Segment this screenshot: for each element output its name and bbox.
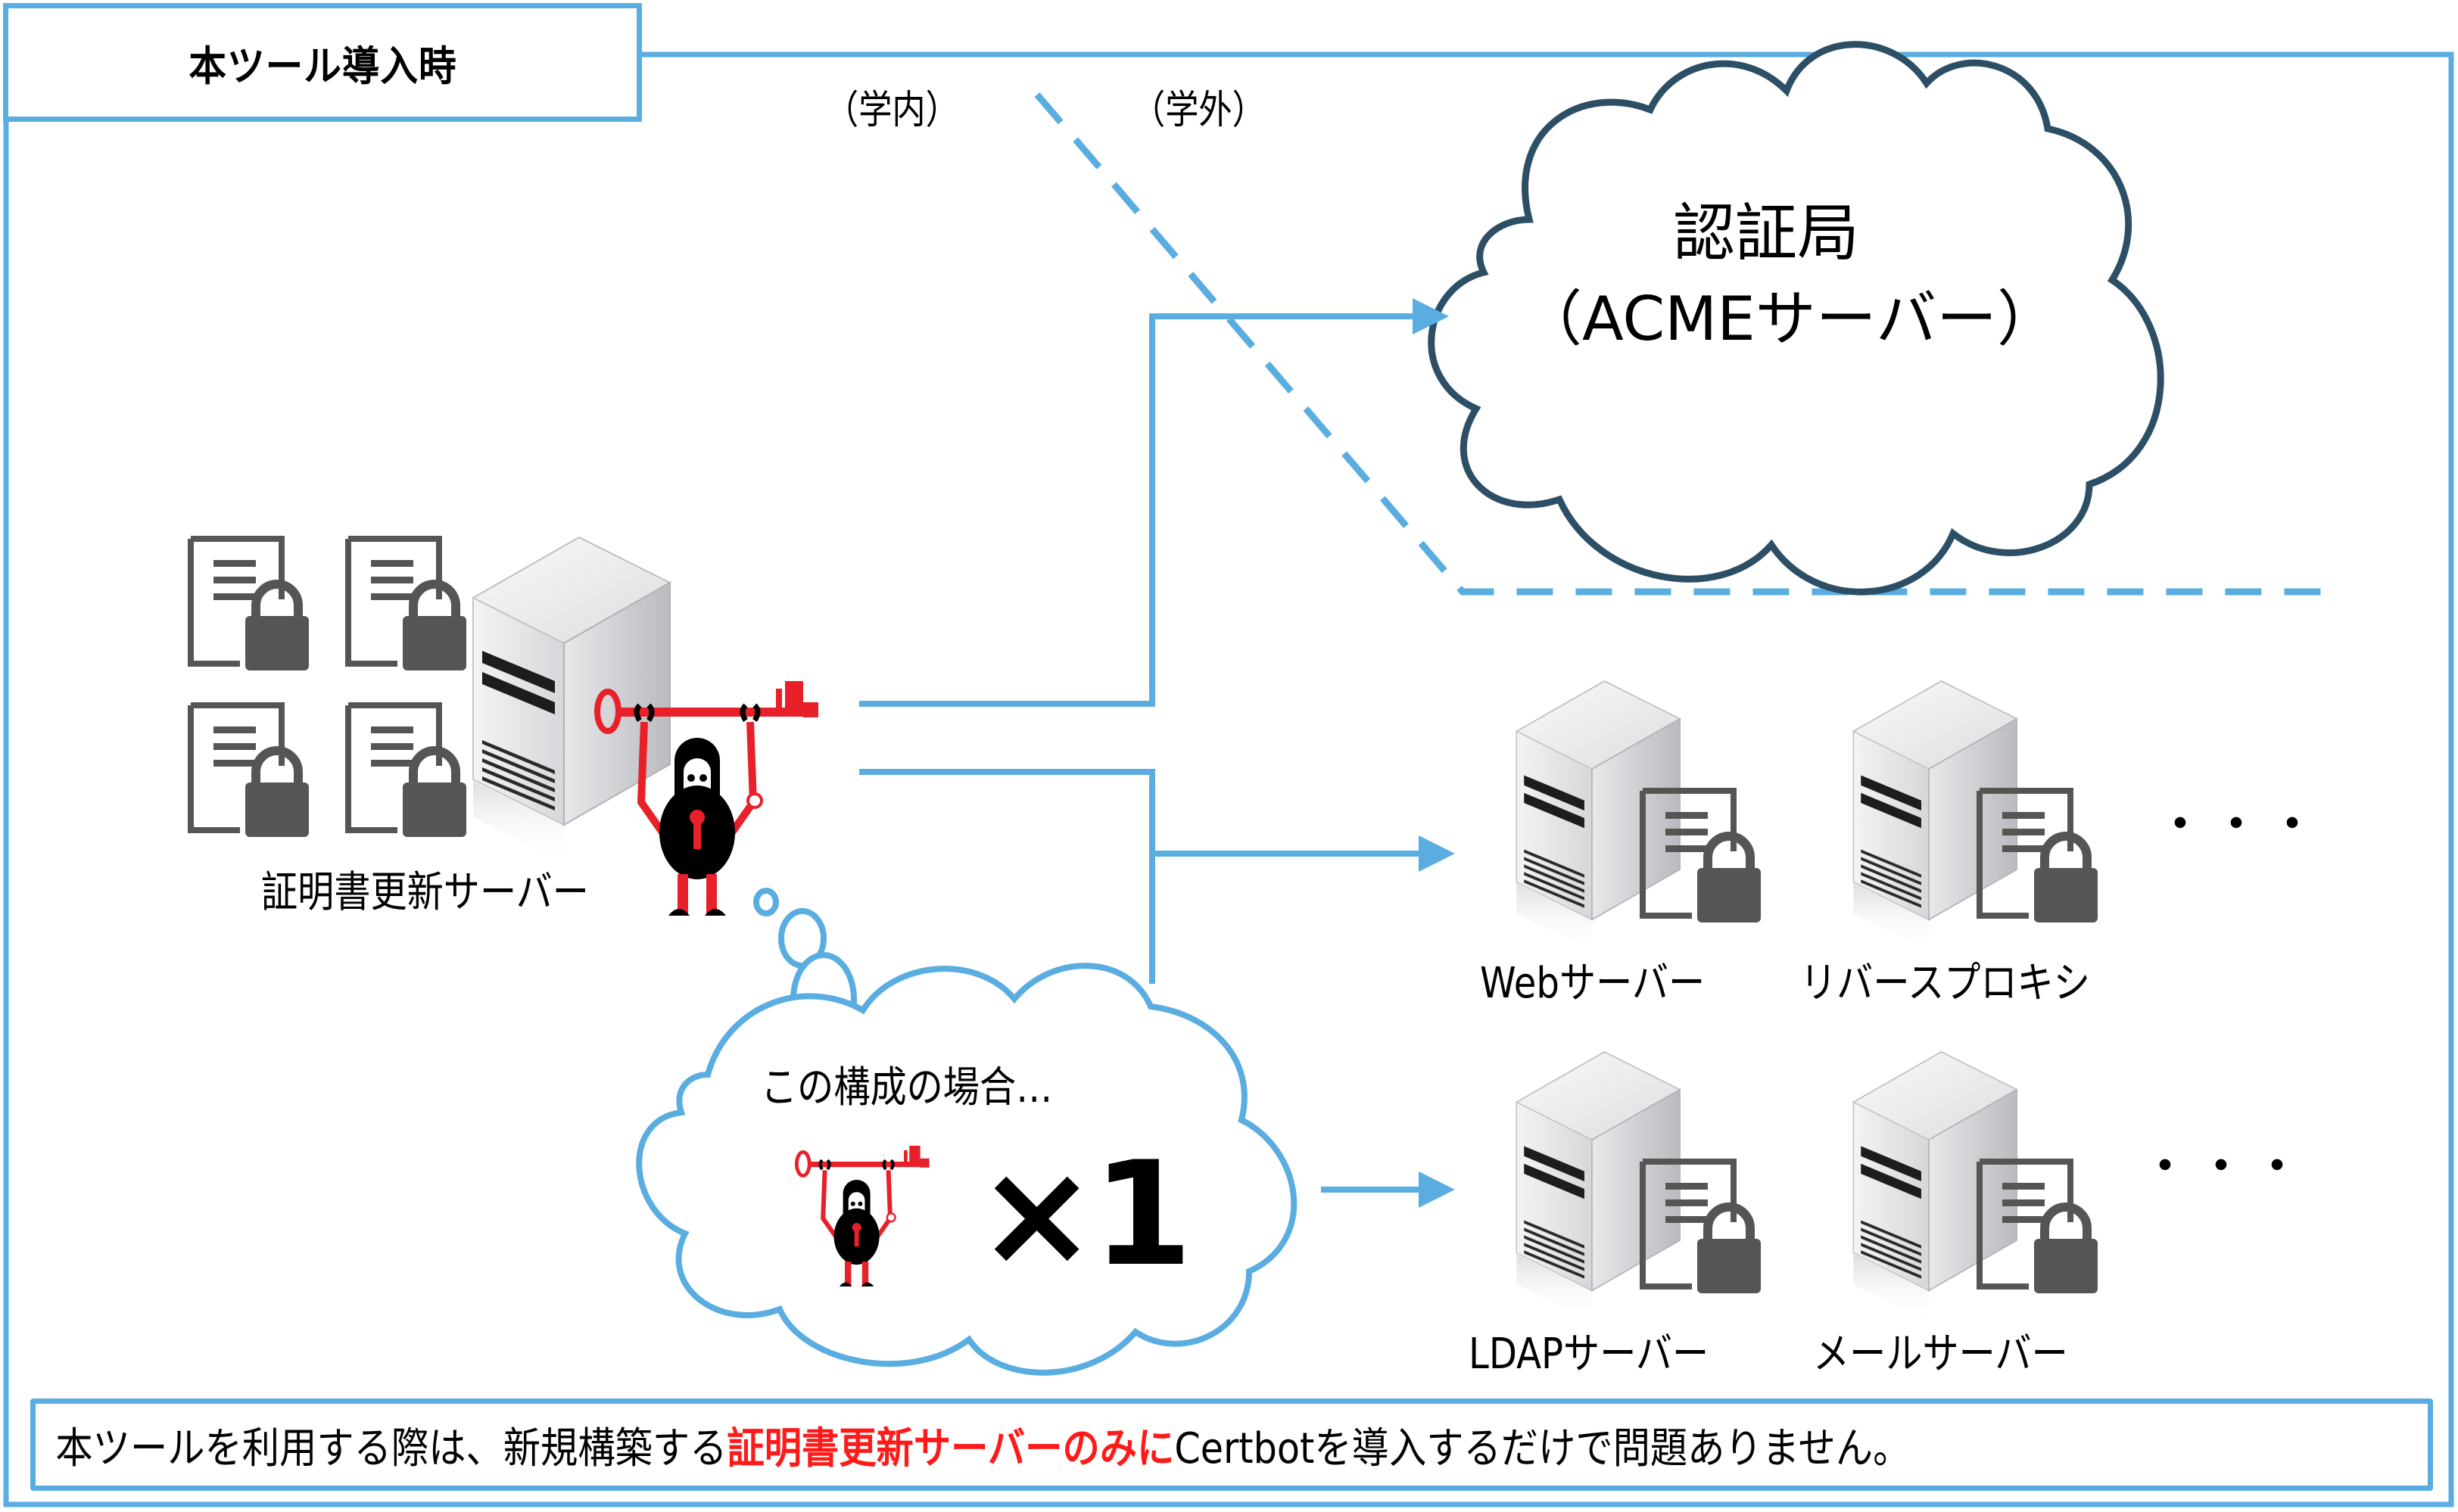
- connectors: [859, 298, 1455, 1208]
- ldap-server-icon: [1516, 1051, 1761, 1323]
- ldap-server-label: LDAPサーバー: [1469, 1330, 1709, 1379]
- web-server-icon: [1516, 680, 1761, 952]
- certificate-lock-icon: [191, 705, 309, 837]
- server-icon: [472, 537, 671, 863]
- thought-cloud: [636, 963, 1298, 1376]
- cert-update-server-icon: [191, 537, 818, 916]
- more-servers-ellipsis: ・・・: [2157, 798, 2326, 851]
- summary-highlight: 証明書更新サーバーのみに: [727, 1423, 1175, 1473]
- ca-cloud: [1428, 41, 2164, 596]
- connector-to-ca: [859, 298, 1449, 707]
- ca-label: 認証局: [1673, 198, 1860, 269]
- thought-text: この構成の場合…: [761, 1063, 1053, 1112]
- certificate-lock-icon: [191, 539, 309, 670]
- campus-boundary-line: [1034, 92, 2324, 596]
- certificate-lock-icon: [348, 705, 466, 837]
- lock-mascot-key-icon: [597, 681, 818, 916]
- summary-suffix: Certbotを導入するだけで問題ありません。: [1174, 1423, 1911, 1473]
- summary-prefix: 本ツールを利用する際は、新規構築する: [55, 1423, 727, 1473]
- reverse-proxy-label: リバースプロキシ: [1800, 959, 2090, 1008]
- page-title: 本ツール導入時: [188, 42, 457, 90]
- reverse-proxy-icon: [1852, 680, 2098, 952]
- zone-label-inside: （学内）: [825, 88, 959, 133]
- more-servers-ellipsis: ・・・: [2142, 1140, 2310, 1193]
- web-server-label: Webサーバー: [1480, 959, 1706, 1008]
- summary-text: 本ツールを利用する際は、新規構築する証明書更新サーバーのみにCertbotを導入…: [36, 1414, 1910, 1476]
- mail-server-icon: [1852, 1051, 2098, 1323]
- connector-to-servers: [859, 769, 1155, 984]
- certificate-lock-icon: [348, 539, 466, 670]
- title-box: 本ツール導入時: [3, 3, 642, 122]
- ca-sublabel: （ACMEサーバー）: [1522, 284, 2058, 354]
- summary-banner: 本ツールを利用する際は、新規構築する証明書更新サーバーのみにCertbotを導入…: [30, 1398, 2433, 1491]
- zone-label-outside: （学外）: [1132, 88, 1266, 133]
- mail-server-label: メールサーバー: [1813, 1330, 2068, 1379]
- multiplier-label: ×1: [977, 1131, 1192, 1298]
- cert-update-server-label: 証明書更新サーバー: [261, 868, 589, 917]
